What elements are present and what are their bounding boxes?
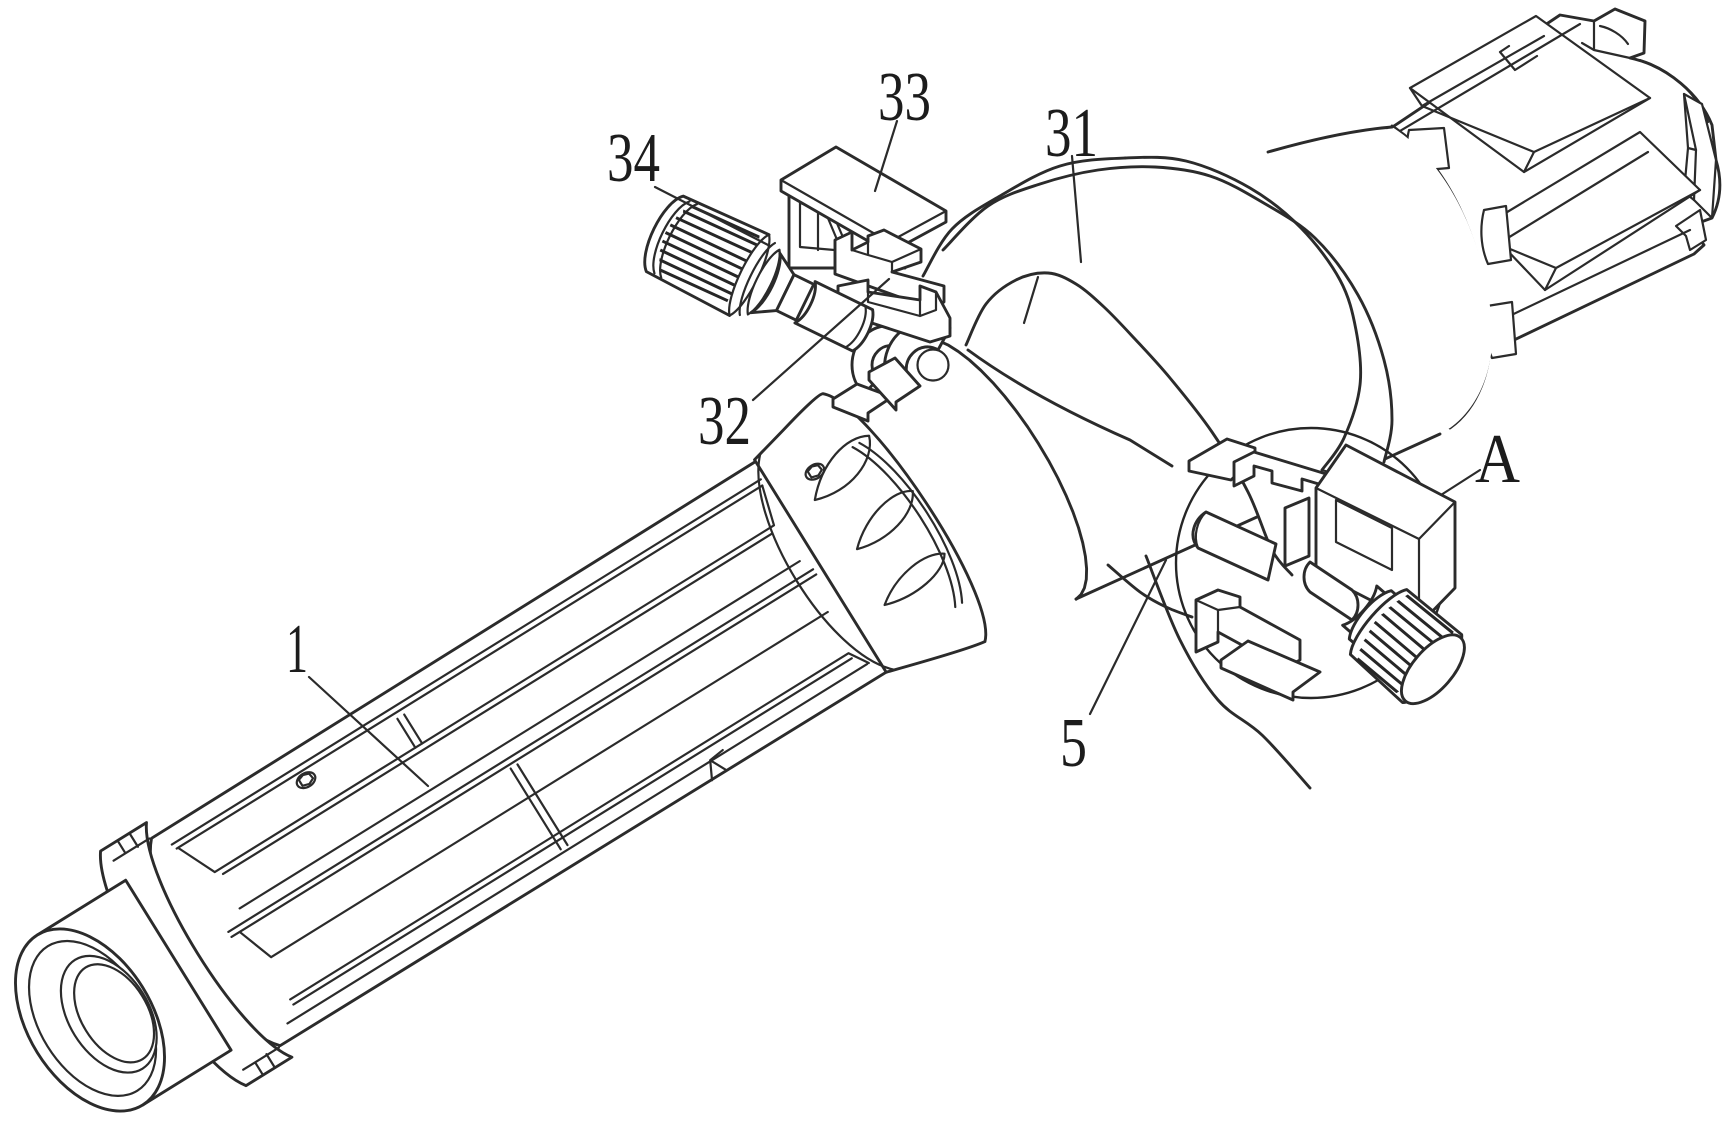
svg-text:34: 34 (607, 120, 660, 197)
svg-text:31: 31 (1045, 95, 1098, 172)
svg-text:32: 32 (698, 383, 751, 460)
svg-text:33: 33 (878, 59, 931, 136)
svg-text:1: 1 (286, 611, 308, 688)
svg-text:A: A (1475, 421, 1520, 498)
svg-text:5: 5 (1060, 705, 1087, 782)
